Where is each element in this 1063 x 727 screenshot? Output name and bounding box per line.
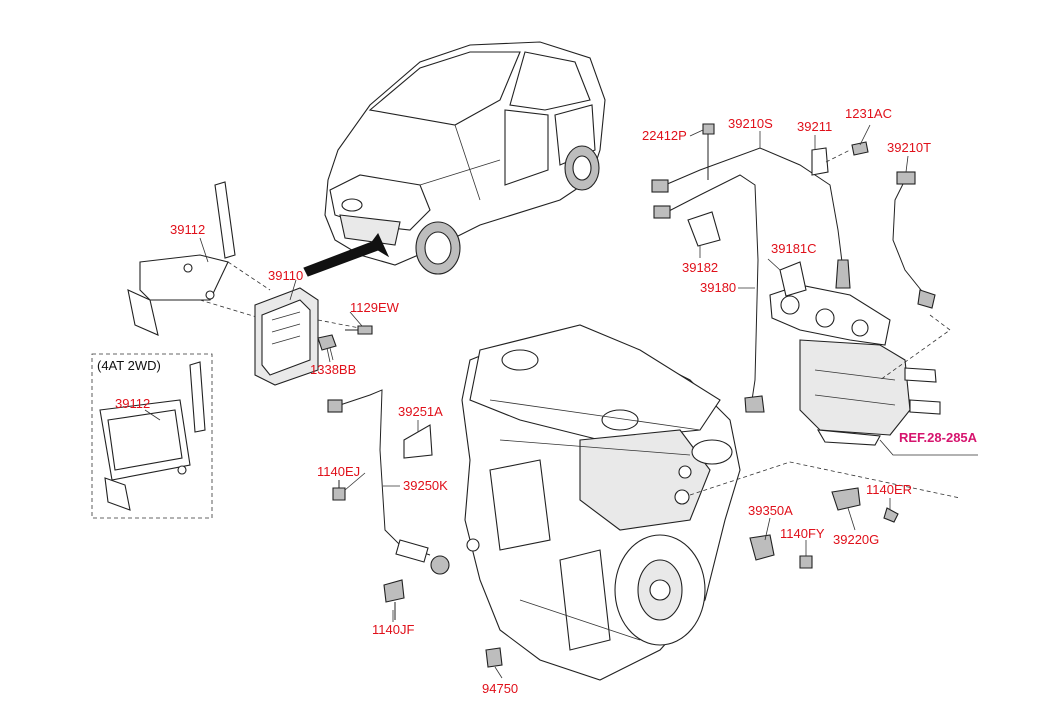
reference-link-28-285a[interactable]: REF.28-285A: [899, 430, 978, 445]
label-22412p[interactable]: 22412P: [642, 128, 687, 143]
part-labels: 39112 39110 1129EW 1338BB (4AT 2WD) 3911…: [97, 106, 978, 696]
label-1129ew[interactable]: 1129EW: [350, 300, 400, 315]
label-39210s[interactable]: 39210S: [728, 116, 773, 131]
label-39220g[interactable]: 39220G: [833, 532, 879, 547]
label-39180[interactable]: 39180: [700, 280, 736, 295]
variant-box-4at-2wd: [91, 353, 213, 519]
vehicle-illustration: [303, 41, 606, 277]
label-39250k[interactable]: 39250K: [403, 478, 448, 493]
label-4at-2wd: (4AT 2WD): [97, 358, 161, 373]
label-39112-lower[interactable]: 39112: [115, 396, 150, 411]
label-1338bb[interactable]: 1338BB: [310, 362, 356, 377]
label-94750[interactable]: 94750: [482, 681, 518, 696]
ecu-bracket-assembly: [127, 181, 373, 386]
label-39110[interactable]: 39110: [268, 268, 303, 283]
label-39210t[interactable]: 39210T: [887, 140, 931, 155]
label-39181c[interactable]: 39181C: [771, 241, 817, 256]
label-1140ej[interactable]: 1140EJ: [317, 464, 360, 479]
label-39350a[interactable]: 39350A: [748, 503, 793, 518]
engine-block: [461, 324, 961, 681]
label-1231ac[interactable]: 1231AC: [845, 106, 892, 121]
o2-sensor-harness: [651, 123, 936, 413]
exhaust-catalyst: [769, 284, 951, 446]
leader-lines: [144, 124, 978, 679]
knock-sensor-harness: [327, 389, 899, 668]
label-39182[interactable]: 39182: [682, 260, 718, 275]
label-39251a[interactable]: 39251A: [398, 404, 443, 419]
label-1140er[interactable]: 1140ER: [866, 482, 912, 497]
label-1140fy[interactable]: 1140FY: [780, 526, 825, 541]
label-1140jf[interactable]: 1140JF: [372, 622, 414, 637]
label-39211[interactable]: 39211: [797, 119, 832, 134]
label-39112-upper[interactable]: 39112: [170, 222, 205, 237]
